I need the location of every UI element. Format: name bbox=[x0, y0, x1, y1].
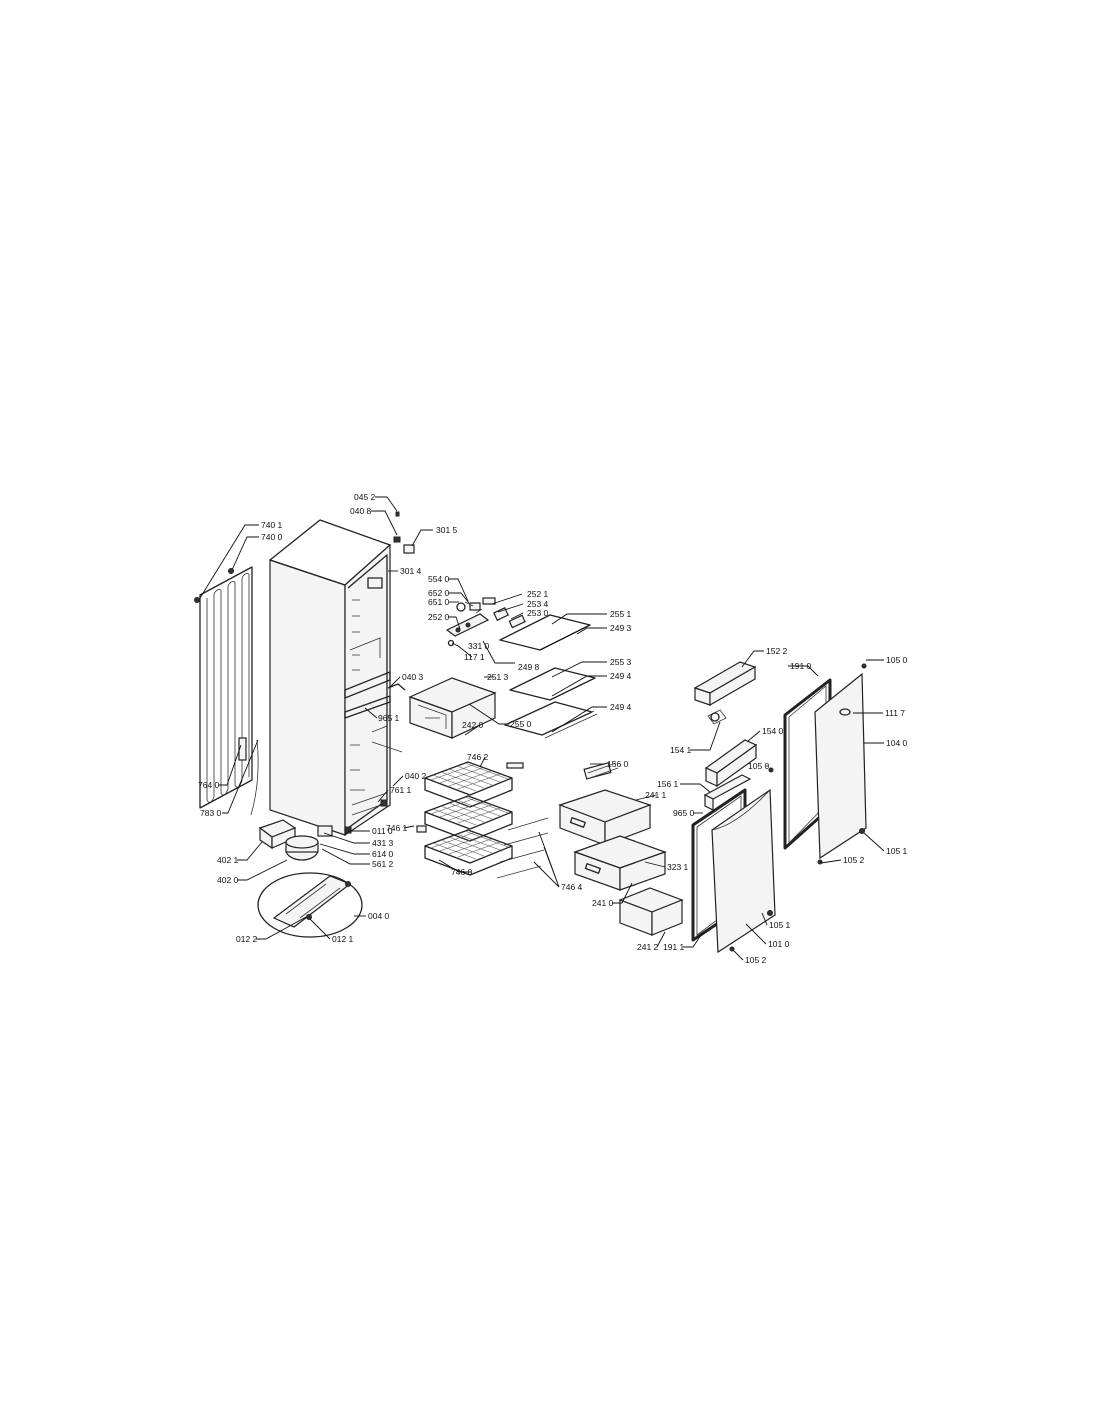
label-191-1: 191 1 bbox=[663, 942, 685, 952]
label-249-8: 249 8 bbox=[518, 662, 540, 672]
label-241-1: 241 1 bbox=[645, 790, 667, 800]
label-040-2: 040 2 bbox=[405, 771, 427, 781]
label-331-0: 331 0 bbox=[468, 641, 490, 651]
label-614-0: 614 0 bbox=[372, 849, 394, 859]
label-651-0: 651 0 bbox=[428, 597, 450, 607]
freezer-baskets bbox=[416, 761, 549, 879]
label-301-5: 301 5 bbox=[436, 525, 458, 535]
label-965-0: 965 0 bbox=[673, 808, 695, 818]
label-011-0: 011 0 bbox=[372, 826, 393, 836]
label-105-2-lower: 105 2 bbox=[745, 955, 767, 965]
label-255-1: 255 1 bbox=[610, 609, 632, 619]
label-251-3: 251 3 bbox=[487, 672, 509, 682]
label-652-0: 652 0 bbox=[428, 588, 450, 598]
label-105-1-upper: 105 1 bbox=[886, 846, 908, 856]
glass-shelves bbox=[371, 614, 598, 753]
control-light-assembly bbox=[445, 597, 526, 647]
doors bbox=[691, 663, 867, 954]
label-255-0: 255 0 bbox=[510, 719, 532, 729]
label-746-4: 746 4 bbox=[561, 882, 583, 892]
label-105-1-lower: 105 1 bbox=[769, 920, 791, 930]
label-105-0-upper: 105 0 bbox=[886, 655, 908, 665]
label-191-0: 191 0 bbox=[790, 661, 812, 671]
label-402-0: 402 0 bbox=[217, 875, 239, 885]
label-117-1: 117 1 bbox=[464, 652, 485, 662]
label-301-4: 301 4 bbox=[400, 566, 422, 576]
label-105-0-lower: 105 0 bbox=[748, 761, 770, 771]
label-105-2-upper: 105 2 bbox=[843, 855, 865, 865]
label-746-2: 746 2 bbox=[467, 752, 489, 762]
label-431-3: 431 3 bbox=[372, 838, 394, 848]
label-761-1: 761 1 bbox=[390, 785, 412, 795]
label-156-0: 156 0 bbox=[607, 759, 629, 769]
label-012-1: 012 1 bbox=[332, 934, 354, 944]
label-004-0: 004 0 bbox=[368, 911, 390, 921]
freezer-drawers bbox=[558, 762, 684, 936]
label-040-3: 040 3 bbox=[402, 672, 424, 682]
label-154-1: 154 1 bbox=[670, 745, 692, 755]
label-111-7: 111 7 bbox=[885, 708, 905, 718]
label-253-0: 253 0 bbox=[527, 608, 549, 618]
label-156-1: 156 1 bbox=[657, 779, 679, 789]
label-249-4-upper: 249 4 bbox=[610, 671, 632, 681]
label-764-0: 764 0 bbox=[198, 780, 220, 790]
label-252-0: 252 0 bbox=[428, 612, 450, 622]
label-965-1: 965 1 bbox=[378, 713, 400, 723]
label-249-3: 249 3 bbox=[610, 623, 632, 633]
label-012-2: 012 2 bbox=[236, 934, 258, 944]
label-045-2: 045 2 bbox=[354, 492, 376, 502]
label-255-3: 255 3 bbox=[610, 657, 632, 667]
label-104-0: 104 0 bbox=[886, 738, 908, 748]
label-561-2: 561 2 bbox=[372, 859, 394, 869]
label-746-1: 746 1 bbox=[386, 823, 408, 833]
label-402-1: 402 1 bbox=[217, 855, 239, 865]
label-242-0: 242 0 bbox=[462, 720, 484, 730]
label-154-0: 154 0 bbox=[762, 726, 784, 736]
condenser-coil bbox=[194, 566, 259, 816]
label-249-4-lower: 249 4 bbox=[610, 702, 632, 712]
label-152-2: 152 2 bbox=[766, 646, 788, 656]
label-241-0: 241 0 bbox=[592, 898, 614, 908]
label-746-0: 746 0 bbox=[451, 867, 473, 877]
label-101-0: 101 0 bbox=[768, 939, 790, 949]
cabinet-body bbox=[269, 511, 415, 837]
label-740-1: 740 1 bbox=[261, 520, 283, 530]
label-252-1: 252 1 bbox=[527, 589, 549, 599]
part-labels: 045 2 040 8 301 5 301 4 740 1 740 0 764 … bbox=[198, 492, 908, 965]
leader-lines bbox=[199, 496, 885, 961]
label-253-4: 253 4 bbox=[527, 599, 549, 609]
label-783-0: 783 0 bbox=[200, 808, 222, 818]
compressor-group bbox=[257, 819, 363, 938]
label-241-2: 241 2 bbox=[637, 942, 659, 952]
label-740-0: 740 0 bbox=[261, 532, 283, 542]
label-040-8: 040 8 bbox=[350, 506, 372, 516]
label-323-1: 323 1 bbox=[667, 862, 689, 872]
label-554-0: 554 0 bbox=[428, 574, 450, 584]
door-bins bbox=[587, 661, 758, 811]
